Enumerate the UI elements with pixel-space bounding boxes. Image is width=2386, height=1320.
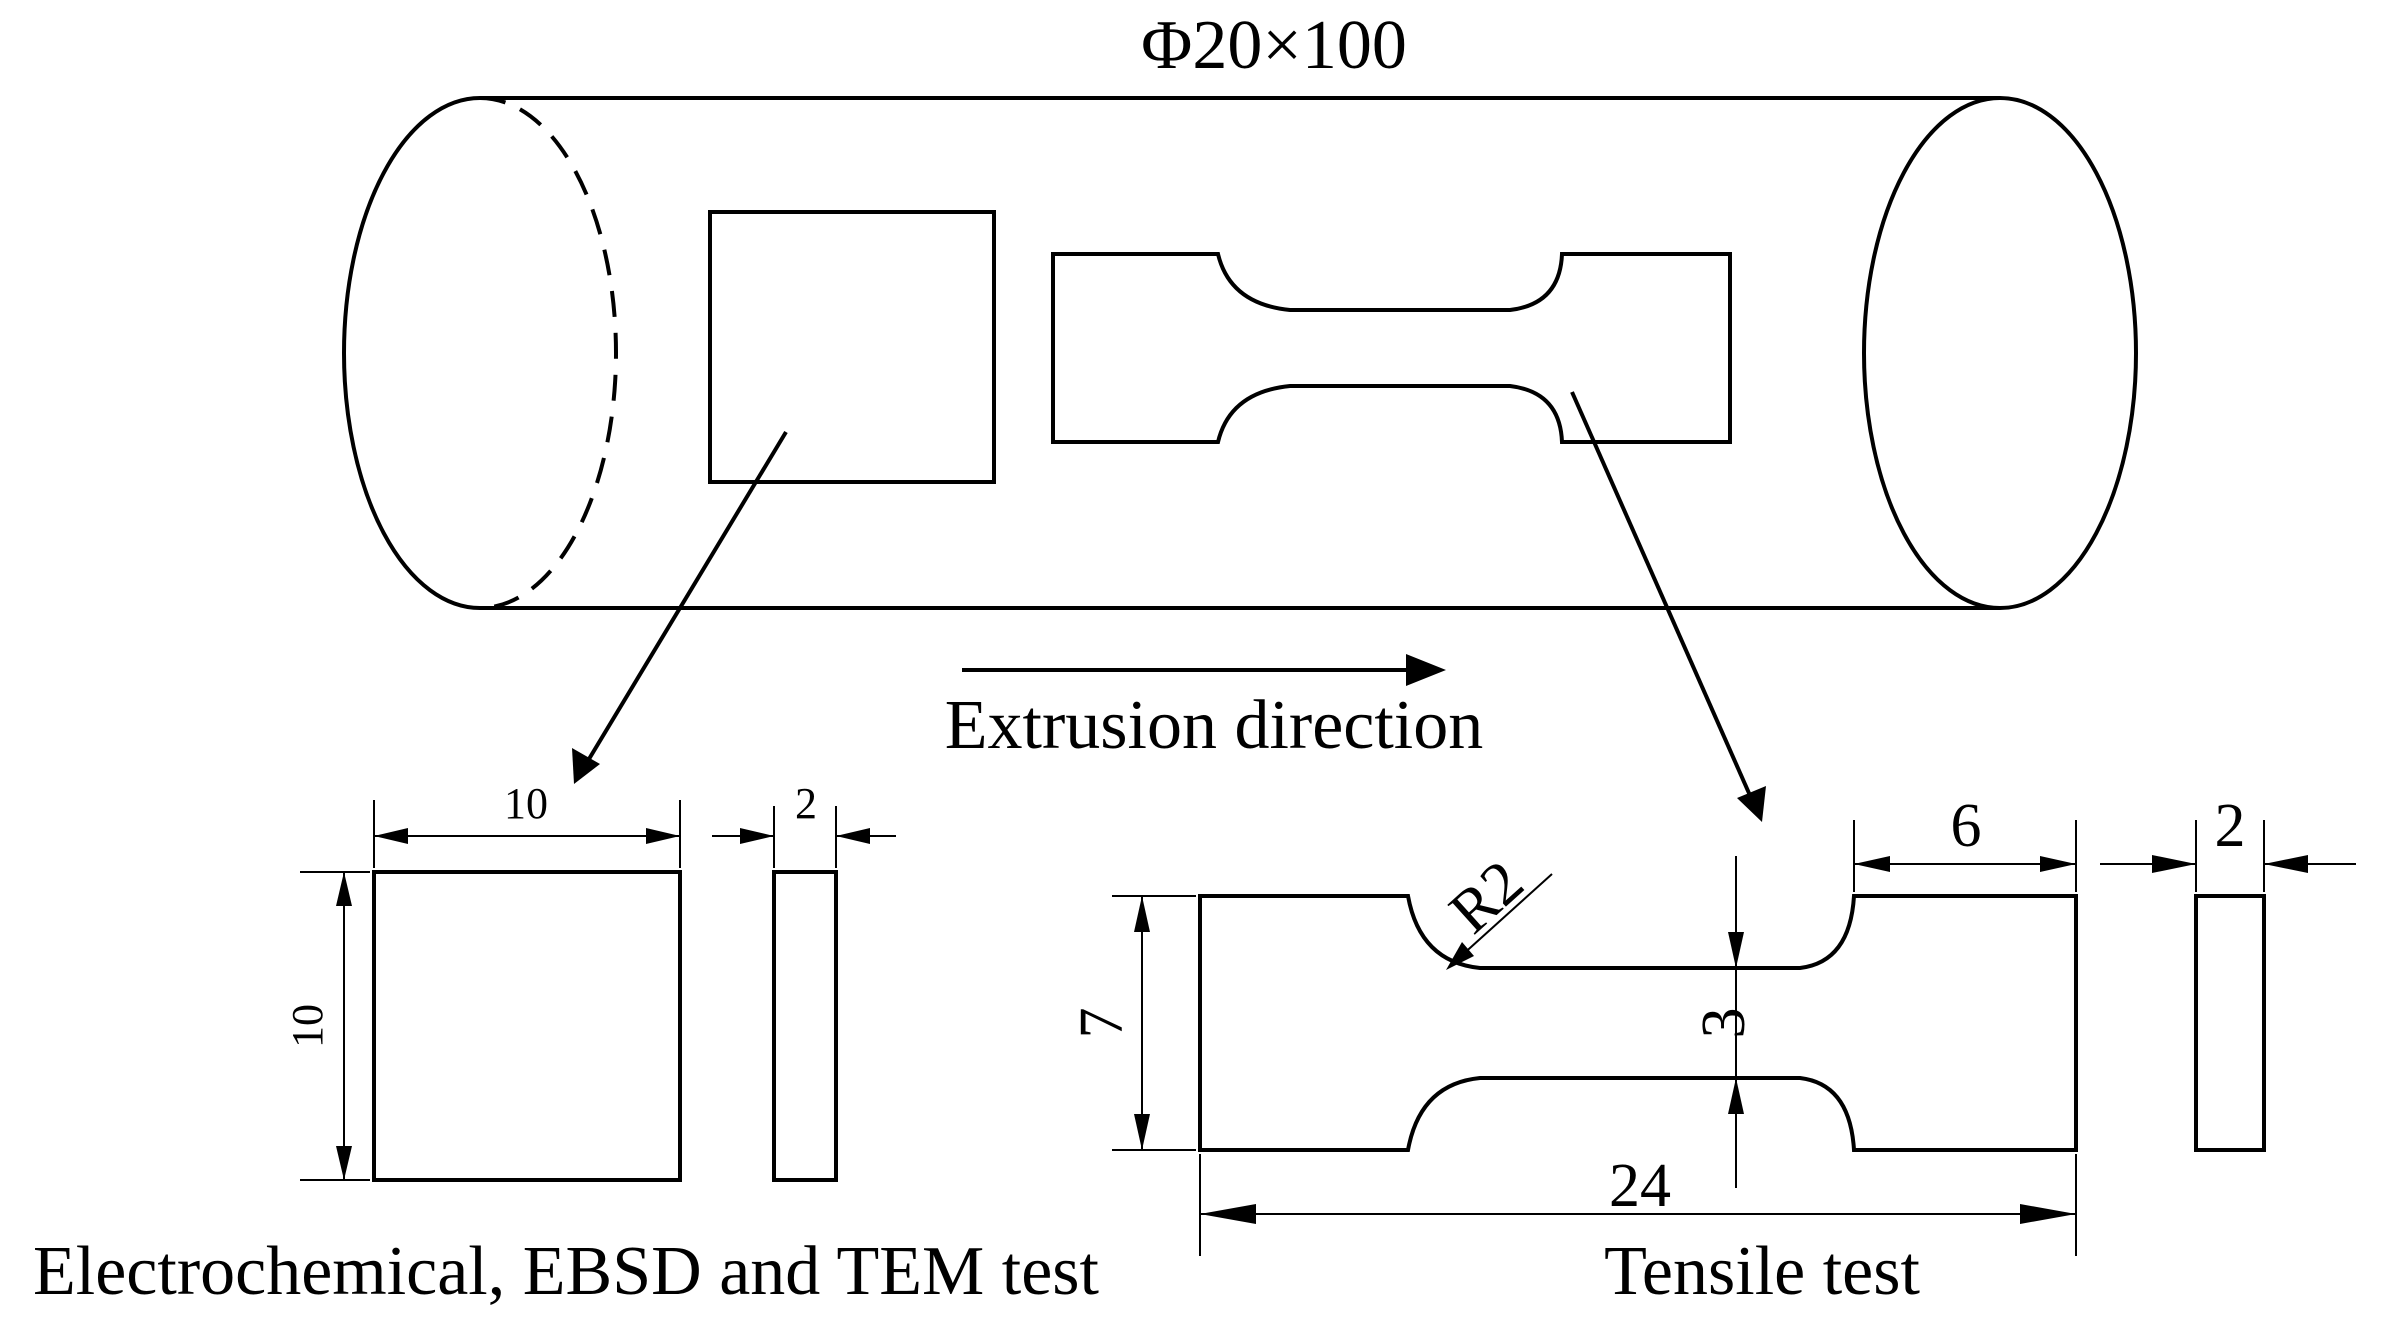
- fillet-radius-label: R2: [1437, 848, 1536, 947]
- gauge-width-dimension: 3: [1690, 1008, 1758, 1039]
- bar-dimension-title: Φ20×100: [1141, 7, 1407, 84]
- grip-length-dimension: 6: [1951, 792, 1982, 860]
- square-specimen-side: [772, 870, 838, 1182]
- square-thickness-dimension: 2: [795, 779, 817, 828]
- square-specimen-face: [372, 870, 682, 1182]
- extrusion-direction-arrow: [962, 654, 1446, 686]
- extruded-cylinder: [342, 96, 2138, 610]
- cylinder-left-end-back-dashed: [479, 96, 618, 610]
- total-length-dimension: 24: [1609, 1152, 1671, 1220]
- cylinder-right-end: [1862, 96, 2138, 610]
- tensile-specimen-drawing: R2 6 7 3 24 2: [1068, 792, 2356, 1256]
- tensile-thickness-dimension: 2: [2215, 792, 2246, 860]
- leader-arrow-to-tensile: [1570, 391, 1766, 822]
- square-specimen-drawing: 10 10 2: [283, 779, 896, 1182]
- tensile-specimen-caption: Tensile test: [1604, 1233, 1920, 1310]
- square-sample-in-bar: [708, 210, 996, 484]
- extrusion-direction-label: Extrusion direction: [945, 687, 1484, 764]
- cylinder-left-end-front: [342, 96, 481, 610]
- square-specimen-caption: Electrochemical, EBSD and TEM test: [33, 1233, 1099, 1310]
- grip-width-dimension: 7: [1068, 1008, 1136, 1039]
- tensile-specimen-side: [2194, 894, 2266, 1152]
- dogbone-sample-in-bar: [1051, 252, 1732, 444]
- leader-arrow-to-square: [572, 430, 788, 784]
- square-height-dimension: 10: [283, 1004, 332, 1048]
- square-width-dimension: 10: [504, 779, 548, 828]
- tensile-specimen-face: [1198, 894, 2078, 1152]
